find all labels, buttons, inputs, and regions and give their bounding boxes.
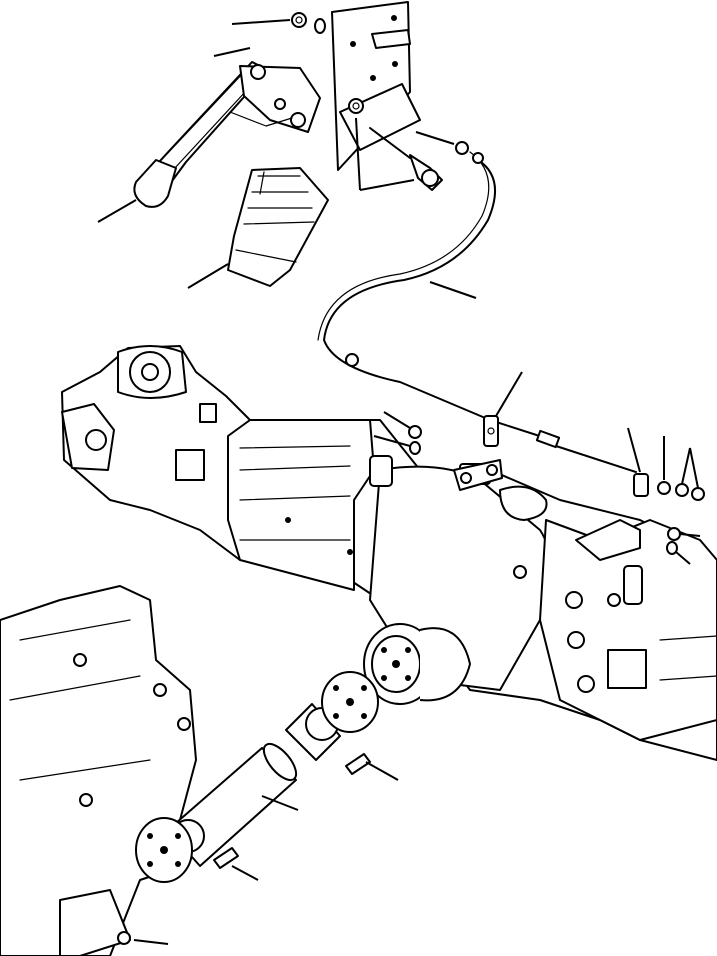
flange-bolts xyxy=(117,753,371,945)
drive-shaft xyxy=(135,671,379,883)
brake-switch xyxy=(369,127,443,191)
output-flange xyxy=(363,623,471,705)
parking-brake-lever xyxy=(133,61,321,208)
bracket-nut xyxy=(348,98,364,114)
nut-top xyxy=(291,12,326,34)
small-hardware-center xyxy=(408,425,503,491)
mounting-bracket xyxy=(331,1,421,171)
brake-cable xyxy=(317,141,637,473)
lever-boot xyxy=(227,167,329,287)
cable-clevis xyxy=(483,415,499,447)
engine-housing xyxy=(0,585,197,956)
callout-leaders xyxy=(97,19,701,945)
